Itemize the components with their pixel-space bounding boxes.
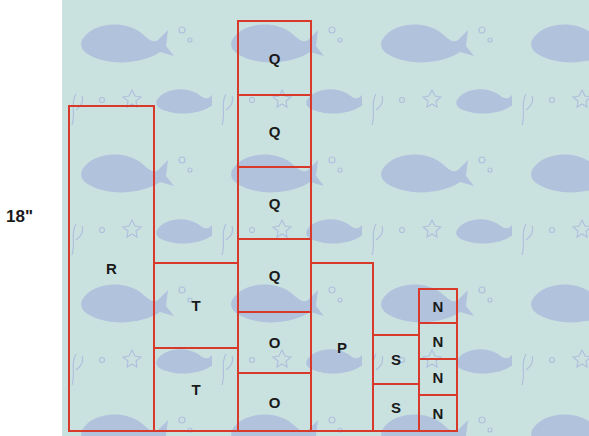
cut-piece: O bbox=[237, 311, 312, 374]
cut-piece: T bbox=[153, 347, 239, 432]
cut-piece: Q bbox=[237, 94, 312, 168]
fabric-background bbox=[62, 0, 589, 436]
piece-letter: O bbox=[269, 335, 281, 350]
piece-letter: N bbox=[433, 406, 444, 421]
cut-piece: Q bbox=[237, 238, 312, 313]
piece-letter: Q bbox=[269, 51, 281, 66]
cut-piece: O bbox=[237, 372, 312, 432]
piece-letter: S bbox=[391, 400, 401, 415]
piece-letter: T bbox=[191, 382, 200, 397]
dimension-label: 18" bbox=[6, 207, 33, 227]
piece-letter: N bbox=[433, 334, 444, 349]
cut-piece: Q bbox=[237, 20, 312, 96]
cut-piece: N bbox=[418, 322, 458, 360]
piece-letter: Q bbox=[269, 196, 281, 211]
cut-piece: S bbox=[372, 383, 420, 432]
piece-letter: N bbox=[433, 299, 444, 314]
piece-letter: T bbox=[191, 298, 200, 313]
cut-piece: T bbox=[153, 262, 239, 349]
cut-piece: S bbox=[372, 334, 420, 385]
piece-letter: P bbox=[337, 340, 347, 355]
piece-letter: R bbox=[106, 261, 117, 276]
piece-letter: N bbox=[433, 370, 444, 385]
piece-letter: Q bbox=[269, 268, 281, 283]
piece-letter: Q bbox=[269, 124, 281, 139]
cut-piece: N bbox=[418, 358, 458, 396]
piece-letter: O bbox=[269, 395, 281, 410]
cut-piece: N bbox=[418, 394, 458, 432]
cut-piece: Q bbox=[237, 166, 312, 240]
cut-piece: N bbox=[418, 288, 458, 324]
piece-letter: S bbox=[391, 352, 401, 367]
cut-piece: R bbox=[68, 105, 155, 432]
cut-piece: P bbox=[310, 262, 374, 432]
